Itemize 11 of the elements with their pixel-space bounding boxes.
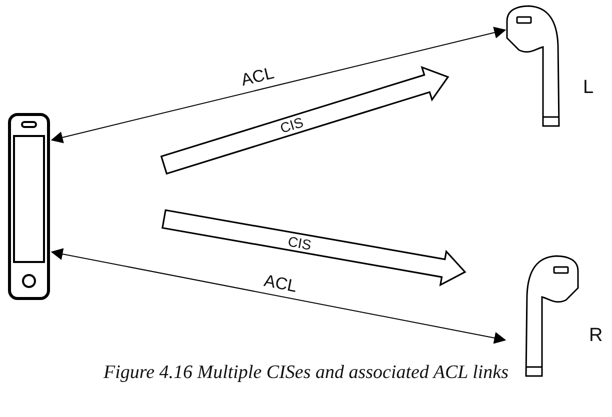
figure-caption: Figure 4.16 Multiple CISes and associated ACL links [102, 362, 510, 384]
edge-label: ACL [239, 64, 276, 89]
edge-label: CIS [286, 234, 312, 252]
edge-label: ACL [263, 272, 299, 295]
side-label: L [583, 78, 594, 97]
edge-label: CIS [278, 115, 306, 136]
double-arrow [50, 248, 506, 344]
block-arrow [160, 66, 450, 175]
double-arrow [50, 26, 506, 144]
block-arrow [162, 209, 466, 286]
side-label: R [589, 326, 603, 345]
